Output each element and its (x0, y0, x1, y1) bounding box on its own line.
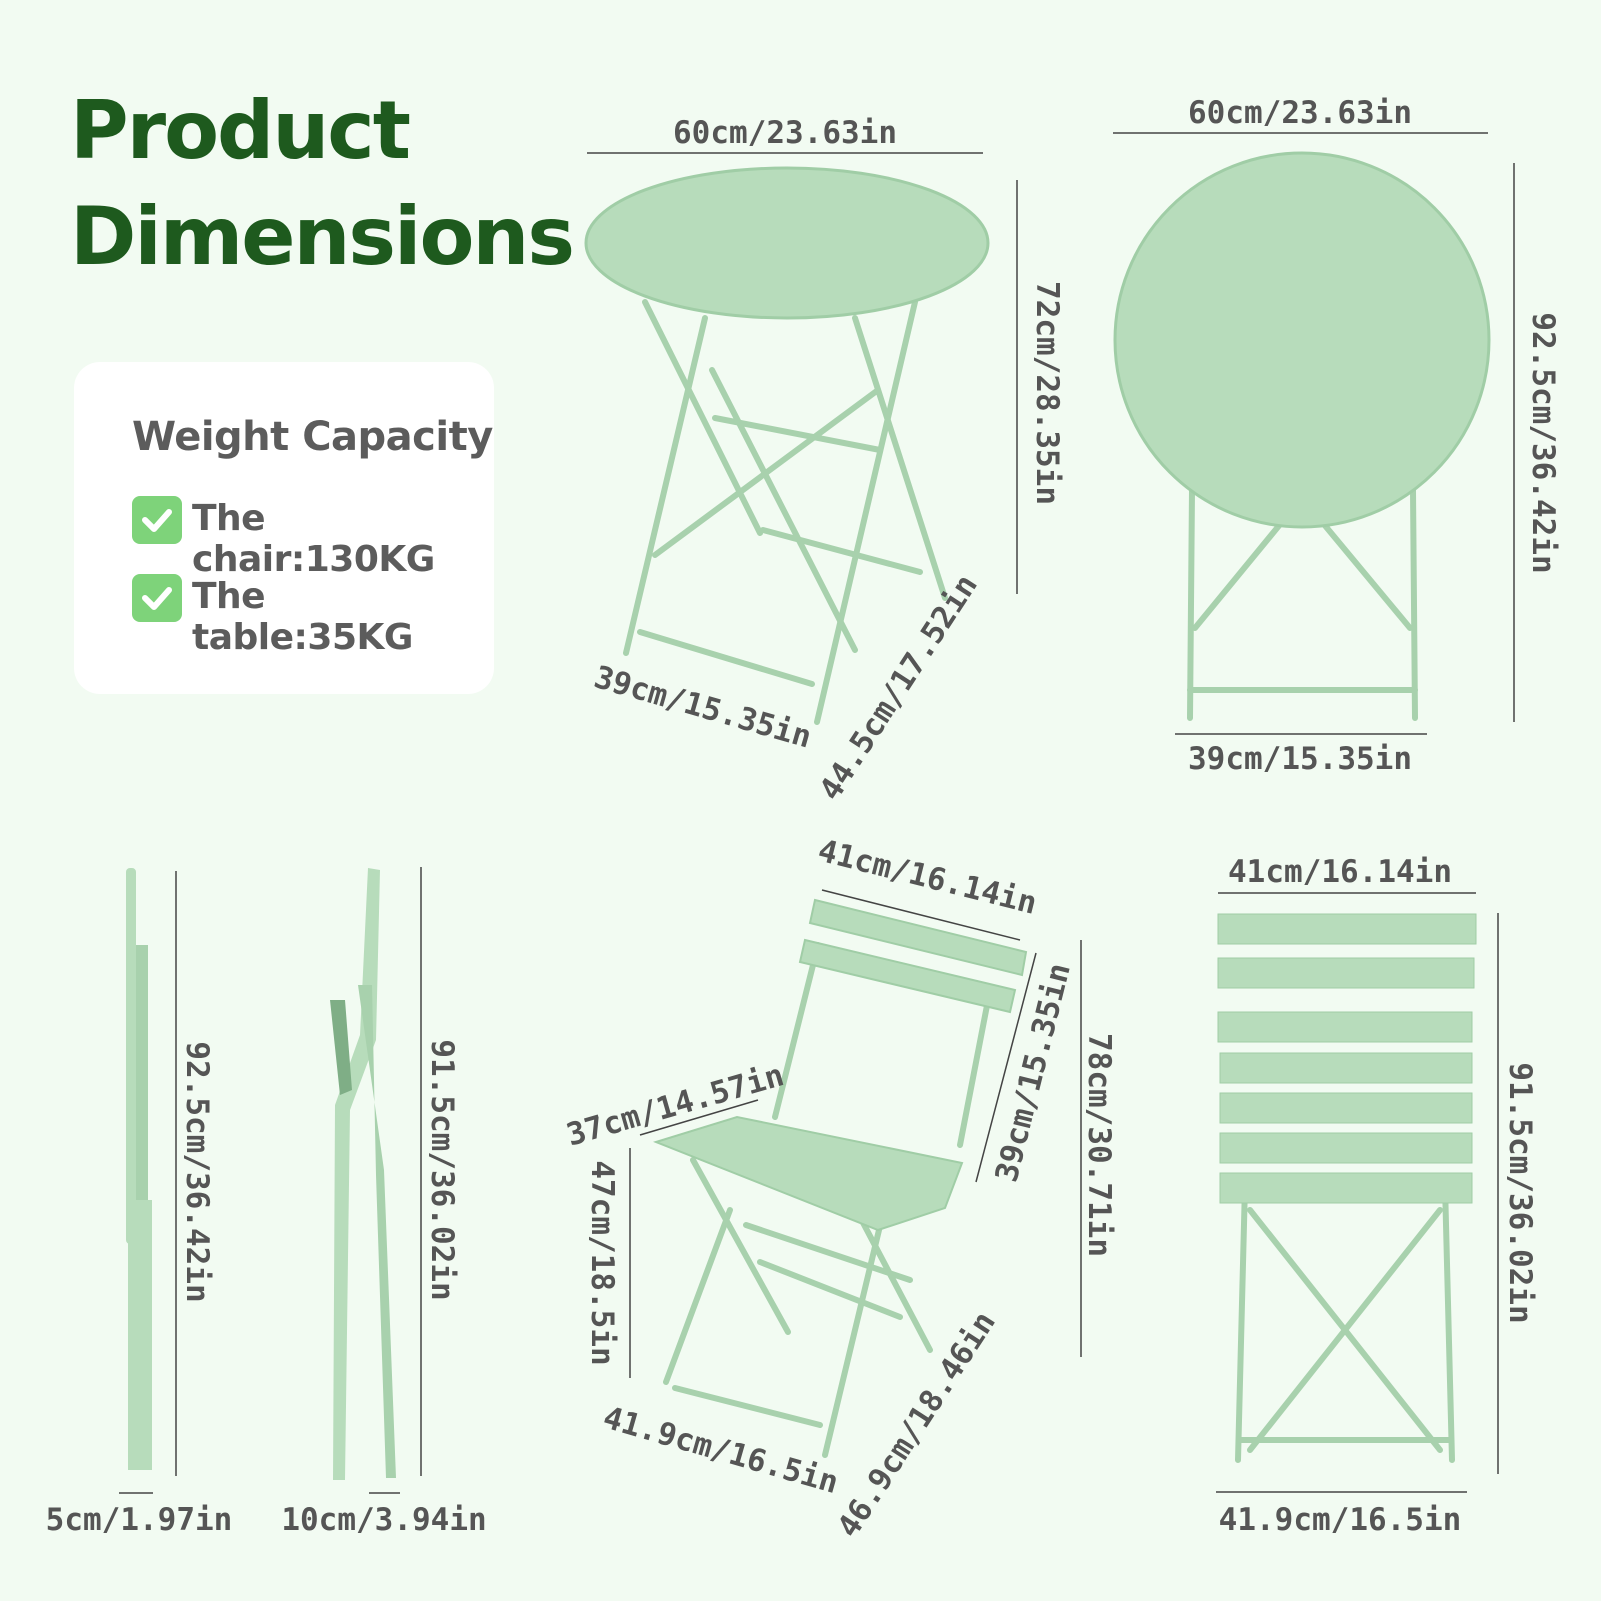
title-line-1: Product (70, 84, 411, 177)
table-capacity: The table:35KG (192, 576, 413, 658)
title-line-2: Dimensions (70, 190, 575, 283)
table-side-drawing (126, 868, 152, 1470)
folded-chair-base-label: 41.9cm/16.5in (1219, 1502, 1462, 1538)
table-width-label: 60cm/23.63in (673, 115, 897, 151)
table-height-label: 72cm/28.35in (1029, 281, 1065, 505)
chair-capacity: The chair:130KG (192, 498, 435, 580)
folded-table-base-label: 39cm/15.35in (1188, 741, 1412, 777)
chair-seat-height-label: 47cm/18.5in (584, 1160, 620, 1365)
side-table-depth-label: 5cm/1.97in (46, 1502, 233, 1538)
chair-base-side-label: 41.9cm/16.5in (599, 1400, 842, 1501)
chair-side-drawing (330, 868, 396, 1480)
folded-table-height-label: 92.5cm/36.42in (1525, 312, 1561, 573)
check-icon (132, 496, 182, 544)
table-folded-drawing (1187, 487, 1418, 721)
weight-capacity-title: Weight Capacity (132, 414, 493, 460)
folded-chair-width-label: 41cm/16.14in (1228, 854, 1452, 890)
table-top-folded (1113, 151, 1491, 529)
side-chair-height-label: 91.5cm/36.02in (424, 1039, 460, 1300)
table-open-drawing (623, 299, 948, 725)
side-table-height-label: 92.5cm/36.42in (179, 1041, 215, 1302)
chair-open-drawing (652, 898, 1028, 1458)
dimension-lines (119, 132, 1515, 1494)
chair-height-label: 78cm/30.71in (1081, 1033, 1117, 1257)
weight-capacity-card: Weight Capacity The chair:130KG The tabl… (74, 362, 494, 694)
chair-base-depth-label: 46.9cm/18.46in (830, 1305, 1003, 1544)
table-top (584, 166, 990, 320)
side-chair-depth-label: 10cm/3.94in (281, 1502, 486, 1538)
table-base-depth-label: 44.5cm/17.52in (812, 568, 985, 807)
folded-table-width-label: 60cm/23.63in (1188, 95, 1412, 131)
chair-folded-drawing (1217, 913, 1477, 1463)
folded-chair-height-label: 91.5cm/36.02in (1502, 1062, 1538, 1323)
page-title: Product Dimensions (70, 78, 575, 290)
check-icon (132, 574, 182, 622)
